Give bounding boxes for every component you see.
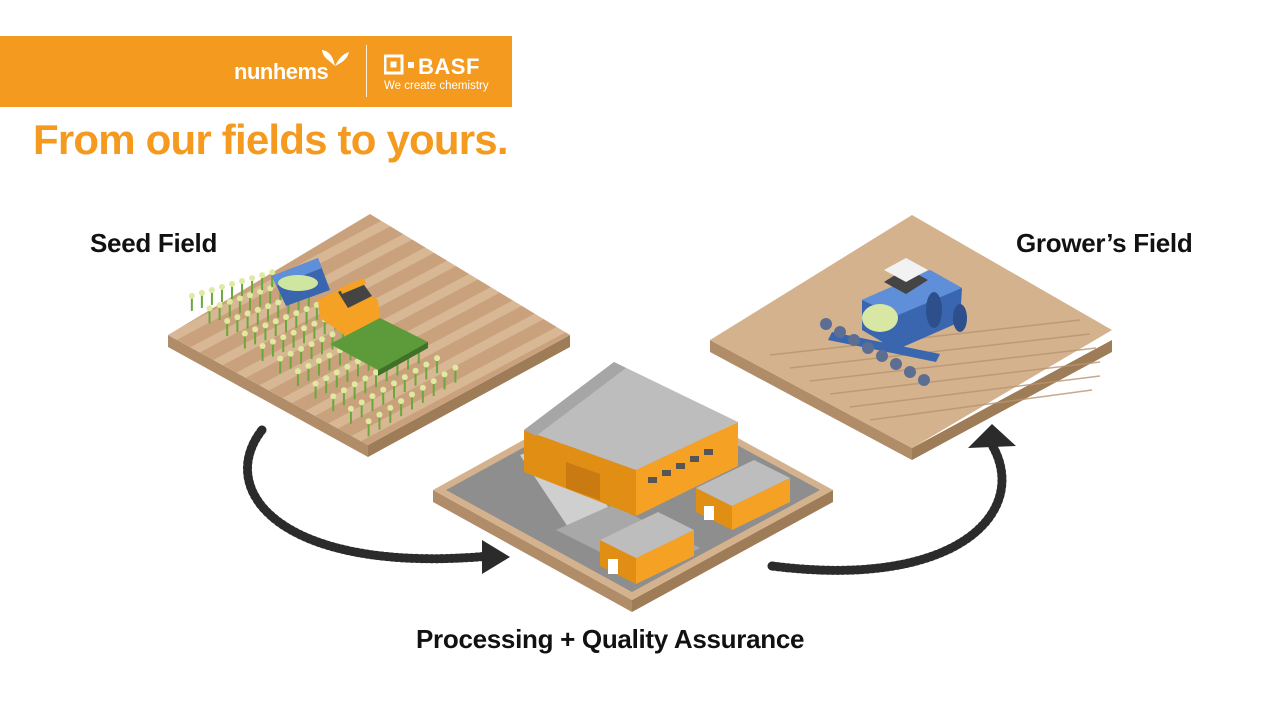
harvester-icon bbox=[272, 258, 428, 376]
tractor-icon bbox=[820, 258, 967, 386]
warehouse-icon bbox=[524, 362, 738, 516]
arrowhead-icon bbox=[968, 424, 1016, 448]
edge-processing-to-grower bbox=[767, 424, 1016, 575]
logo-divider bbox=[366, 45, 367, 97]
seed-field-crops bbox=[188, 269, 459, 437]
storage-building-icon bbox=[600, 512, 694, 584]
basf-tagline: We create chemistry bbox=[384, 80, 489, 92]
page-headline: From our fields to yours. bbox=[33, 116, 509, 163]
seed-field-tile bbox=[168, 214, 570, 457]
basf-logo: BASF bbox=[384, 54, 480, 80]
header-banner bbox=[0, 36, 512, 107]
leaf-icon bbox=[322, 50, 349, 66]
arrowhead-icon bbox=[482, 540, 510, 574]
basf-square-icon bbox=[384, 54, 414, 75]
grower-field-tile bbox=[710, 215, 1112, 460]
storage-building-icon bbox=[696, 460, 790, 530]
basf-wordmark: BASF bbox=[418, 54, 480, 79]
processing-tile bbox=[433, 362, 833, 612]
node-label-growers-field: Grower’s Field bbox=[1016, 228, 1193, 258]
edge-seed-to-processing bbox=[243, 425, 510, 574]
node-label-processing: Processing + Quality Assurance bbox=[416, 624, 805, 654]
node-label-seed-field: Seed Field bbox=[90, 228, 218, 258]
nunhems-logo: nunhems bbox=[234, 59, 329, 84]
